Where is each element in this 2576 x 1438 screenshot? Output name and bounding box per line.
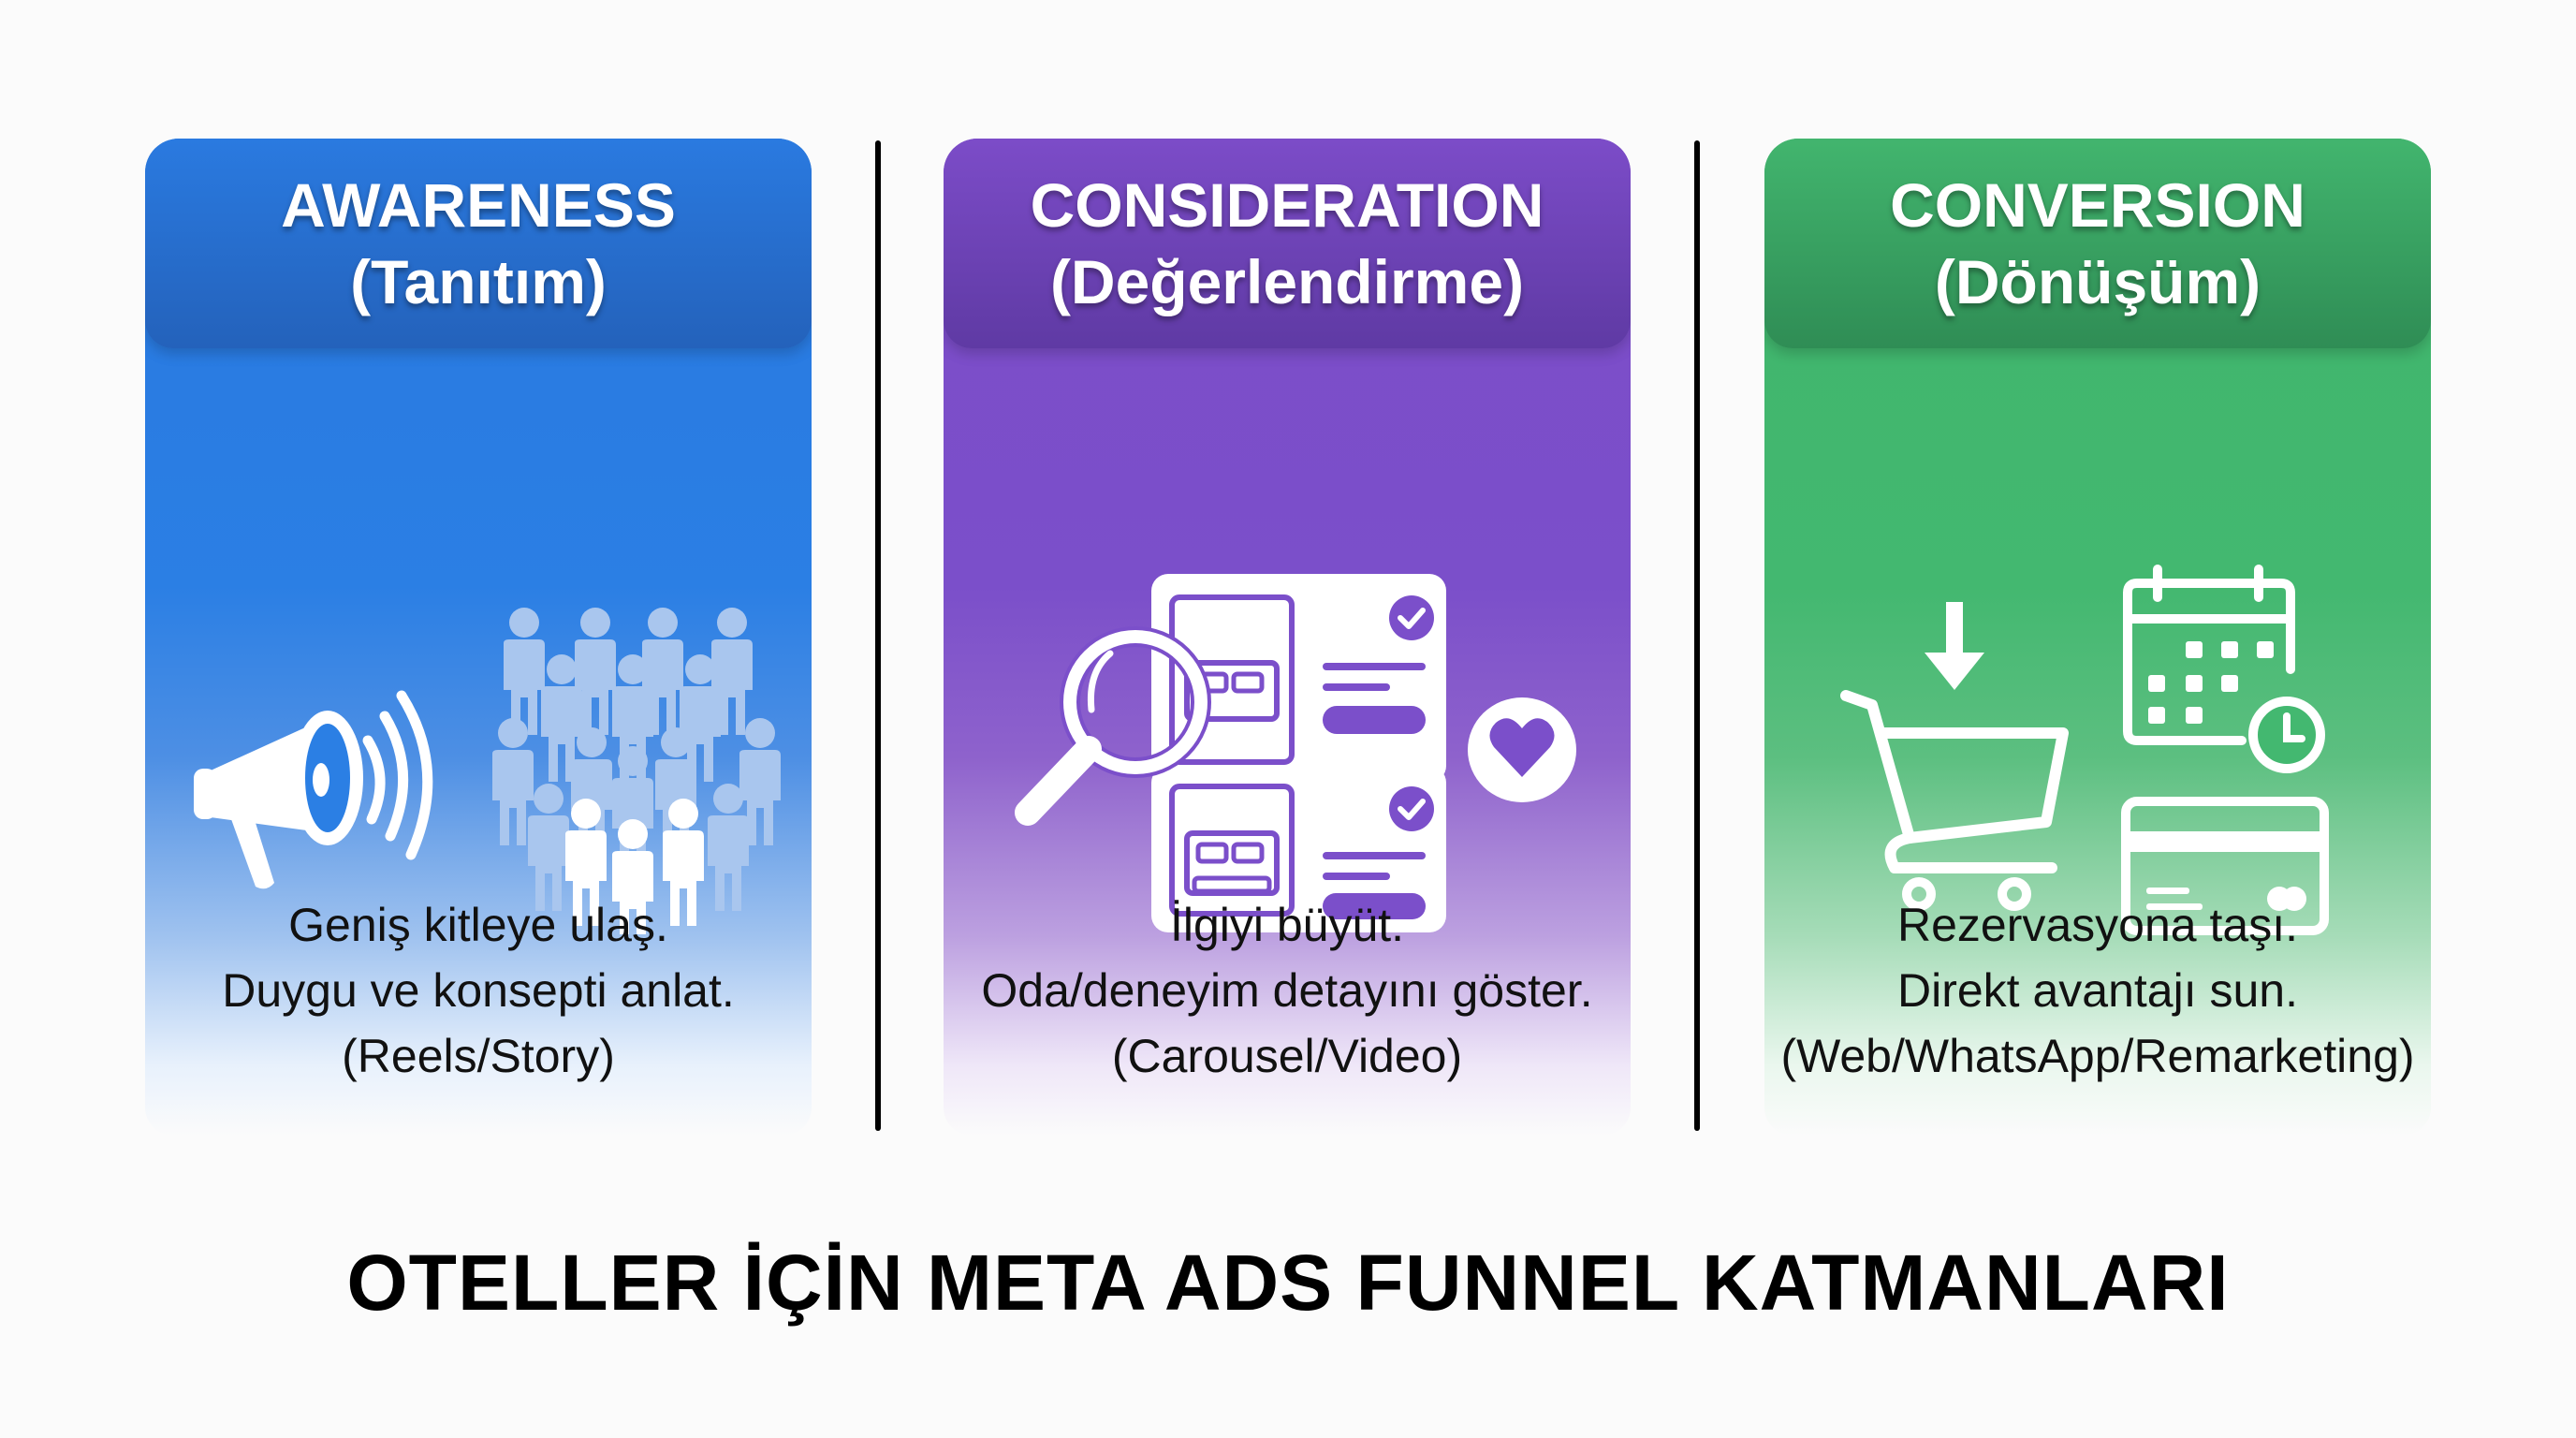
page-title: OTELLER İÇİN META ADS FUNNEL KATMANLARI [346,1239,2230,1327]
megaphone-icon [194,690,433,889]
room-comparison-icon [1015,574,1576,932]
card-description: Geniş kitleye ulaş. Duygu ve konsepti an… [145,892,812,1089]
column-divider [1694,140,1700,1131]
card-illustration [145,419,812,944]
description-line: (Reels/Story) [342,1030,615,1082]
description-line: Duygu ve konsepti anlat. [222,964,735,1017]
calendar-clock-icon [2123,565,2325,773]
column-divider [875,140,881,1131]
magnifier-icon [1015,626,1211,826]
card-subtitle: (Dönüşüm) [1934,247,2261,316]
conversion-card: CONVERSION (Dönüşüm) [1764,139,2431,1136]
description-line: Oda/deneyim detayını göster. [981,964,1593,1017]
card-description: Rezervasyona taşı. Direkt avantajı sun. … [1764,892,2431,1089]
heart-icon [1468,697,1576,802]
card-subtitle: (Tanıtım) [350,247,607,316]
add-to-cart-icon [1840,602,2069,911]
card-header: CONSIDERATION (Değerlendirme) [944,139,1631,348]
card-title: CONVERSION [1890,170,2305,240]
card-subtitle: (Değerlendirme) [1049,247,1525,316]
description-line: (Carousel/Video) [1111,1030,1463,1082]
card-illustration [944,419,1631,944]
awareness-card: AWARENESS (Tanıtım) [145,139,812,1136]
description-line: Rezervasyona taşı. [1897,899,2298,951]
card-title: AWARENESS [281,170,676,240]
description-line: İlgiyi büyüt. [1169,899,1405,951]
card-header: AWARENESS (Tanıtım) [145,139,812,348]
room-card-icon [1151,574,1446,783]
description-line: Geniş kitleye ulaş. [288,899,668,951]
description-line: (Web/WhatsApp/Remarketing) [1780,1030,2415,1082]
crowd-icon [492,608,781,934]
consideration-card: CONSIDERATION (Değerlendirme) [944,139,1631,1136]
card-illustration [1764,419,2431,944]
card-title: CONSIDERATION [1030,170,1544,240]
credit-card-icon [2121,797,2329,935]
room-card-icon [1151,766,1446,932]
card-description: İlgiyi büyüt. Oda/deneyim detayını göste… [944,892,1631,1089]
card-header: CONVERSION (Dönüşüm) [1764,139,2431,348]
description-line: Direkt avantajı sun. [1897,964,2298,1017]
